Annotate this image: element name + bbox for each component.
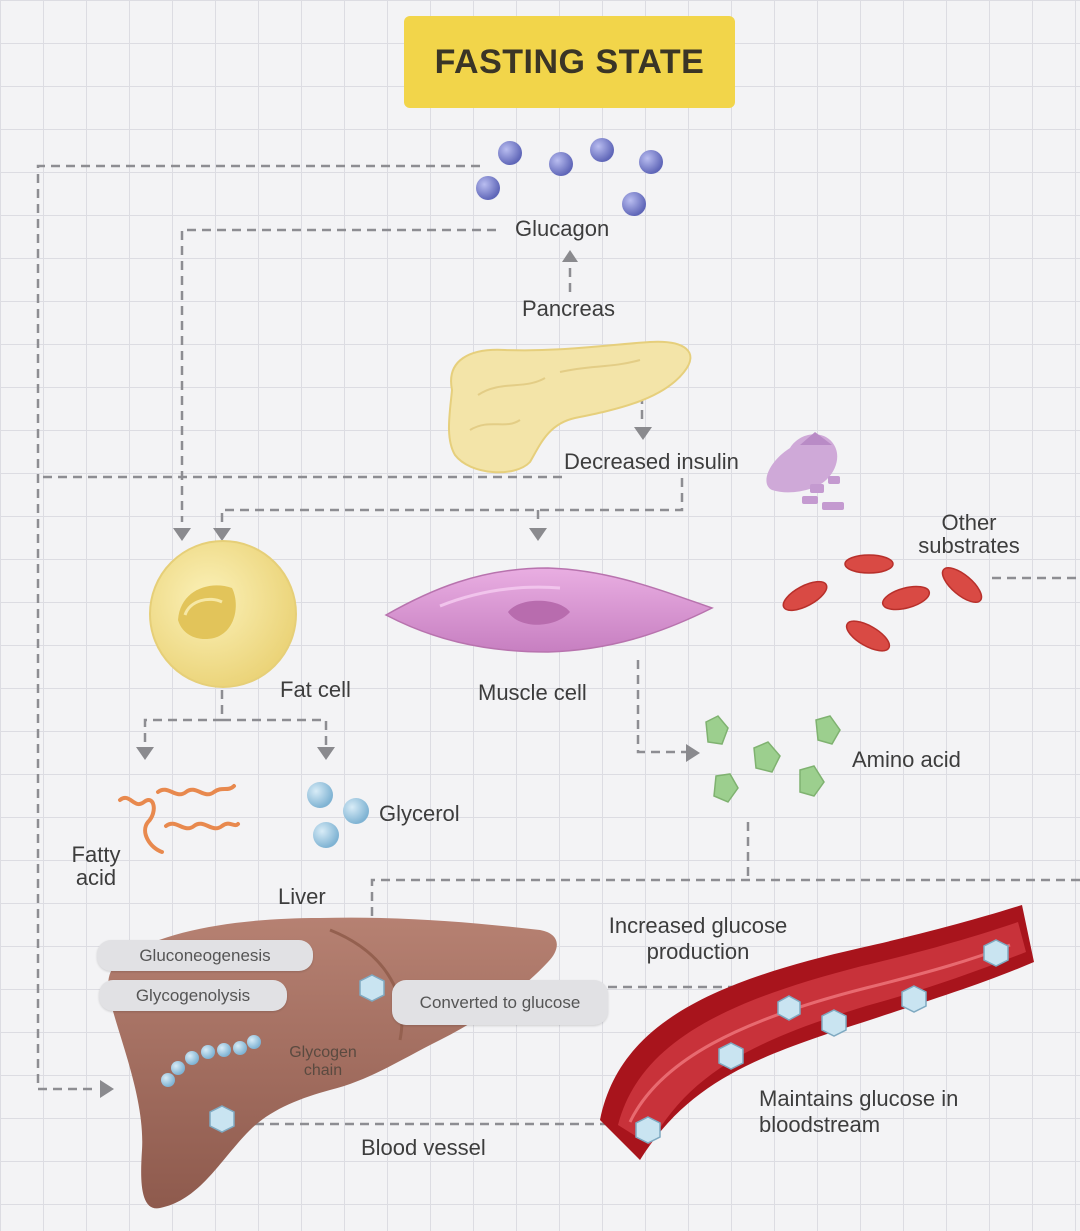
maintains-glucose-line-2: bloodstream bbox=[759, 1112, 881, 1138]
fatty-acid-chains bbox=[118, 784, 240, 854]
fat-cell-to-glycerol-line bbox=[222, 718, 328, 745]
fat-cell-split-line bbox=[143, 690, 224, 745]
glucose-liver bbox=[209, 1105, 235, 1133]
glycogen-chain-label: Glycogen chain bbox=[278, 1044, 368, 1079]
page-title: FASTING STATE bbox=[404, 16, 735, 108]
glucose-converted bbox=[359, 974, 385, 1002]
glucose-vessel-5 bbox=[718, 1042, 744, 1070]
fat-cell-label: Fat cell bbox=[280, 677, 351, 702]
other-substrates-label: Other substrates bbox=[905, 511, 1033, 557]
fatty-acid-line-1: Fatty bbox=[71, 842, 121, 867]
blood-vessel-label: Blood vessel bbox=[361, 1135, 486, 1160]
arrow-muscle bbox=[529, 528, 547, 541]
glucagon-to-liver-line bbox=[36, 164, 480, 1091]
converted-to-glucose-pill: Converted to glucose bbox=[392, 980, 608, 1025]
other-substrates-line-2: substrates bbox=[918, 533, 1020, 559]
glucose-vessel-4 bbox=[777, 995, 801, 1021]
glycogen-chain-line-1: Glycogen bbox=[289, 1044, 357, 1061]
muscle-to-amino-line bbox=[636, 660, 686, 754]
arrow-amino bbox=[686, 744, 700, 762]
maintains-glucose-line-1: Maintains glucose in bbox=[759, 1086, 959, 1111]
arrow-glucagon-up bbox=[562, 250, 578, 262]
pancreas-label: Pancreas bbox=[522, 296, 615, 321]
amino-acid-molecules bbox=[705, 715, 841, 803]
glucose-vessel-3 bbox=[821, 1009, 847, 1037]
arrow-fat-cell-1 bbox=[173, 528, 191, 541]
arrow-fatty-acid bbox=[136, 747, 154, 760]
gluconeogenesis-pill: Gluconeogenesis bbox=[97, 940, 313, 971]
arrow-glycerol bbox=[317, 747, 335, 760]
liver-label: Liver bbox=[278, 884, 326, 909]
glycerol-label: Glycerol bbox=[379, 801, 460, 826]
arrow-liver bbox=[100, 1080, 114, 1098]
blood-vessel bbox=[600, 905, 1034, 1160]
glucagon-label: Glucagon bbox=[515, 216, 610, 241]
fatty-acid-line-2: acid bbox=[75, 865, 117, 891]
glucose-molecules bbox=[209, 939, 1009, 1144]
other-substrates-line-1: Other bbox=[941, 510, 997, 535]
fat-cell bbox=[149, 540, 297, 688]
glycerol-molecules bbox=[307, 782, 369, 848]
glycogen-chain bbox=[161, 1035, 261, 1087]
arrow-fat-cell-2 bbox=[213, 528, 231, 541]
pancreas-organ bbox=[447, 340, 692, 474]
muscle-cell-label: Muscle cell bbox=[478, 680, 587, 705]
glucose-vessel-1 bbox=[983, 939, 1009, 967]
increased-glucose-line-1: Increased glucose bbox=[608, 913, 788, 938]
arrow-insulin-down bbox=[634, 427, 652, 440]
red-blood-cells bbox=[782, 554, 983, 652]
glucose-vessel-2 bbox=[901, 985, 927, 1013]
glucagon-molecules bbox=[476, 138, 663, 216]
glycogenolysis-pill: Glycogenolysis bbox=[99, 980, 287, 1011]
maintains-glucose-label: Maintains glucose in bloodstream bbox=[759, 1086, 958, 1139]
connector-lines bbox=[36, 164, 1080, 1126]
decreased-insulin-label: Decreased insulin bbox=[564, 449, 739, 474]
other-substrate-blob bbox=[766, 432, 844, 510]
increased-glucose-line-2: production bbox=[646, 939, 750, 965]
glucose-vessel-6 bbox=[635, 1116, 661, 1144]
fatty-acid-label: Fatty acid bbox=[60, 843, 132, 889]
insulin-to-cells-line bbox=[220, 478, 684, 522]
amino-acid-label: Amino acid bbox=[852, 747, 961, 772]
muscle-cell bbox=[384, 567, 714, 653]
substrates-to-liver-line bbox=[370, 878, 1080, 942]
glycogen-chain-line-2: chain bbox=[303, 1061, 343, 1079]
increased-glucose-label: Increased glucose production bbox=[586, 913, 810, 966]
